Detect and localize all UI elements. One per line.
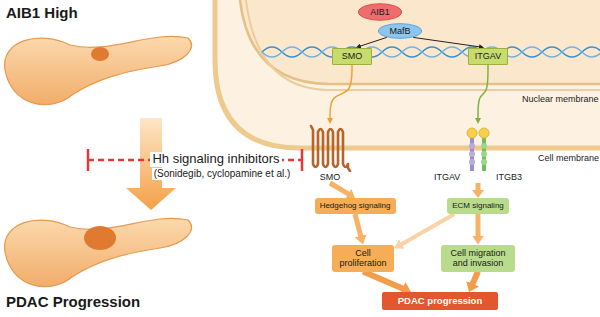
pancreas-progressed: [5, 218, 192, 286]
result-box: PDAC progression: [382, 292, 498, 310]
node-text: MafB: [389, 26, 410, 36]
inhibitor-examples: (Sonidegib, cyclopamine et al.): [152, 168, 293, 180]
shape-part: [469, 143, 475, 149]
node-text: ECM signaling: [452, 201, 504, 210]
shape-part: [469, 151, 475, 157]
inhibitor-label: Hh signaling inhibitors: [150, 152, 281, 167]
shape-part: [469, 159, 475, 165]
dna-strand: [262, 47, 600, 57]
transcription-factor-ellipse: MafB: [378, 23, 422, 39]
cell-membrane: [215, 0, 600, 148]
shape-part: [311, 126, 350, 171]
receptor: SMO: [308, 124, 352, 183]
nuclear-membrane: [240, 0, 600, 84]
pancreas: [5, 36, 192, 104]
nucleus: [240, 0, 600, 84]
node-text: Cell proliferation: [335, 248, 391, 269]
node-text: ITGAV: [434, 172, 460, 182]
panel-heading: AIB1 High: [6, 4, 78, 21]
panel-heading: PDAC Progression: [6, 293, 140, 310]
gene-box: ITGAV: [468, 48, 508, 65]
connector-arrow: [472, 272, 478, 286]
connector-arrow: [413, 37, 480, 47]
pancreas: [5, 218, 192, 286]
label-row: ITGAV ITGB3: [432, 172, 524, 182]
pancreas-high: [5, 36, 192, 104]
shape-part: [481, 143, 487, 149]
coactivator-ellipse: AIB1: [358, 3, 402, 21]
outcome-box: Cell proliferation: [332, 245, 394, 272]
shape-part: [481, 151, 487, 157]
membrane-label: Nuclear membrane: [522, 94, 599, 104]
node-text: PDAC progression: [398, 296, 482, 307]
panel-heading: AIB1 High: [6, 4, 78, 21]
tumor: [84, 226, 116, 250]
nuclear-membrane: [246, 0, 600, 90]
node-text: Hedgehog signaling: [320, 201, 391, 210]
outcome-box: Cell migration and invasion: [441, 245, 515, 272]
connector-arrow: [476, 183, 481, 192]
node-text: AIB1: [370, 7, 390, 17]
panel-heading: PDAC Progression: [6, 293, 140, 310]
membrane-label: Nuclear membrane: [522, 94, 599, 104]
node-text: ITGAV: [475, 51, 501, 61]
node-text: Cell migration and invasion: [444, 248, 512, 269]
shape-part: [467, 128, 477, 138]
connector-arrow: [330, 183, 350, 195]
shape-part: [479, 128, 489, 138]
shape-part: [378, 24, 421, 39]
shape-part: [481, 159, 487, 165]
gene-box: SMO: [332, 48, 372, 65]
node-text: SMO: [320, 172, 341, 182]
node-text: SMO: [342, 51, 363, 61]
smo-receptor-symbol: [308, 124, 352, 172]
shape-part: [482, 138, 486, 171]
dna-strand: [262, 47, 600, 57]
connector-arrow: [363, 272, 404, 290]
tumor: [91, 47, 109, 61]
membrane-label: Cell membrane: [538, 153, 599, 163]
connector-arrow: [476, 214, 481, 237]
membrane-label: Cell membrane: [538, 153, 599, 163]
integrin: ITGAV ITGB3: [432, 124, 524, 183]
shape-part: [470, 138, 474, 171]
connector-arrow: [355, 214, 361, 238]
cell-cytoplasm: [215, 0, 600, 148]
inhibitor-label: Hh signaling inhibitors: [150, 152, 281, 167]
connector-arrow: [400, 214, 454, 245]
inhibition-bar: [301, 149, 304, 171]
shape-part: [358, 4, 401, 21]
node-text: ITGB3: [496, 172, 522, 182]
connector-arrow: [360, 37, 387, 46]
pathway-box: ECM signaling: [447, 198, 509, 214]
connector-arrow: [478, 65, 488, 120]
inhibition-bar: [87, 149, 90, 171]
pathway-box: Hedgehog signaling: [315, 198, 396, 214]
integrin-symbol: [432, 124, 524, 172]
inhibitor-examples: (Sonidegib, cyclopamine et al.): [152, 168, 293, 180]
connector-arrow: [330, 65, 352, 120]
